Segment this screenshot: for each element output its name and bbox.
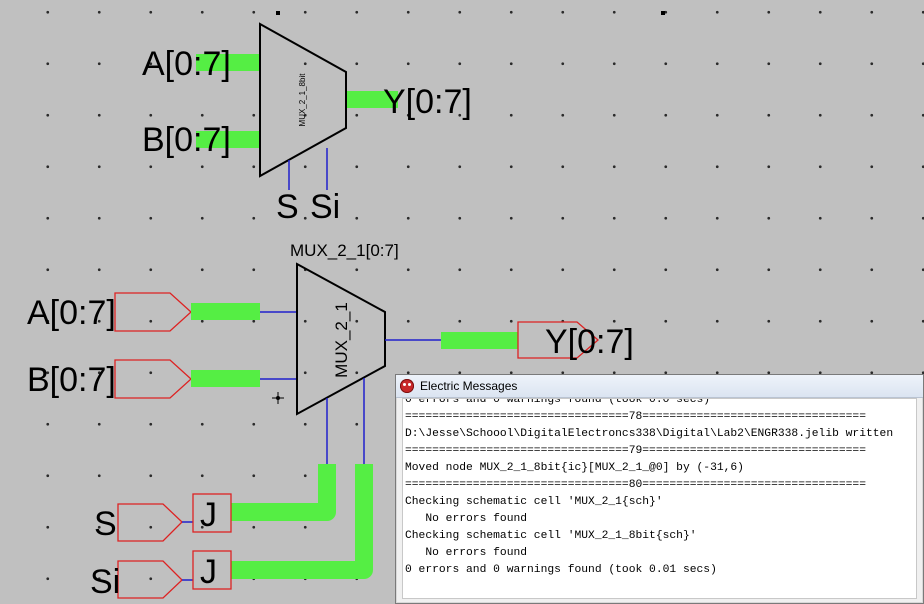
- export-a-label: A[0:7]: [27, 294, 116, 332]
- port-y-label-top: Y[0:7]: [383, 83, 472, 121]
- joint-s-label: J: [200, 496, 217, 534]
- message-line: 0 errors and 0 warnings found (took 0.01…: [405, 564, 717, 576]
- port-si-label-top: Si: [310, 188, 340, 226]
- electric-app-icon: [400, 379, 414, 393]
- mux-icon-cell-text: MUX_2_1_8bit: [298, 73, 307, 127]
- bus-b-instance: [191, 370, 260, 387]
- message-line: Checking schematic cell 'MUX_2_1_8bit{sc…: [405, 530, 697, 542]
- export-s-outline[interactable]: [117, 503, 183, 542]
- message-line: Moved node MUX_2_1_8bit{ic}[MUX_2_1_@0] …: [405, 462, 744, 474]
- message-line: 0 errors and 0 warnings found (took 0.0 …: [405, 398, 711, 406]
- bus-a-top: [196, 54, 260, 71]
- export-si-outline[interactable]: [117, 560, 183, 599]
- cursor-crosshair-icon: [272, 392, 284, 404]
- export-y-label: Y[0:7]: [545, 323, 634, 361]
- mux-icon-symbol[interactable]: MUX_2_1_8bit A[0:7] B[0:7] Y[0:7] S Si: [142, 22, 472, 226]
- message-line: =================================79=====…: [405, 445, 866, 457]
- mux-instance-schematic[interactable]: MUX_2_1 A[0:7] B[0:7] Y[0:7] S Si J J: [27, 262, 634, 601]
- instance-name-label: MUX_2_1[0:7]: [290, 241, 399, 260]
- messages-window[interactable]: Electric Messages 0 errors and 0 warning…: [395, 374, 924, 604]
- message-line: No errors found: [405, 513, 528, 525]
- message-line: =================================80=====…: [405, 479, 866, 491]
- message-line: D:\Jesse\Schoool\DigitalElectroncs338\Di…: [405, 428, 894, 440]
- port-b-label-top: B[0:7]: [142, 121, 231, 159]
- message-line: No errors found: [405, 547, 528, 559]
- message-line: Checking schematic cell 'MUX_2_1{sch}': [405, 496, 663, 508]
- messages-body[interactable]: 0 errors and 0 warnings found (took 0.0 …: [402, 398, 917, 599]
- bus-y-instance: [441, 332, 518, 349]
- port-a-label-top: A[0:7]: [142, 45, 231, 83]
- bus-si-path: [231, 464, 373, 579]
- bus-s-path: [231, 464, 336, 521]
- export-b-label: B[0:7]: [27, 361, 116, 399]
- bus-b-top: [196, 131, 260, 148]
- export-y-outline[interactable]: [517, 321, 599, 359]
- export-si-label: Si: [90, 563, 120, 601]
- export-b-outline[interactable]: [114, 359, 192, 399]
- messages-list: 0 errors and 0 warnings found (took 0.0 …: [403, 398, 916, 579]
- bus-a-instance: [191, 303, 260, 320]
- mux-instance-cell-text: MUX_2_1: [332, 302, 351, 378]
- top-right-handle: [661, 11, 665, 15]
- export-s-label: S: [94, 505, 117, 543]
- joint-s-box[interactable]: [192, 493, 232, 533]
- bus-y-top: [346, 91, 398, 108]
- joint-si-box[interactable]: [192, 550, 232, 590]
- message-line: =================================78=====…: [405, 411, 866, 423]
- top-left-handle: [276, 11, 280, 15]
- port-s-label-top: S: [276, 188, 299, 226]
- mux-instance-body[interactable]: [296, 262, 386, 416]
- mux-icon-body[interactable]: [259, 22, 347, 178]
- messages-titlebar[interactable]: Electric Messages: [396, 375, 923, 398]
- messages-title: Electric Messages: [420, 379, 518, 393]
- export-a-outline[interactable]: [114, 292, 192, 332]
- joint-si-label: J: [200, 553, 217, 591]
